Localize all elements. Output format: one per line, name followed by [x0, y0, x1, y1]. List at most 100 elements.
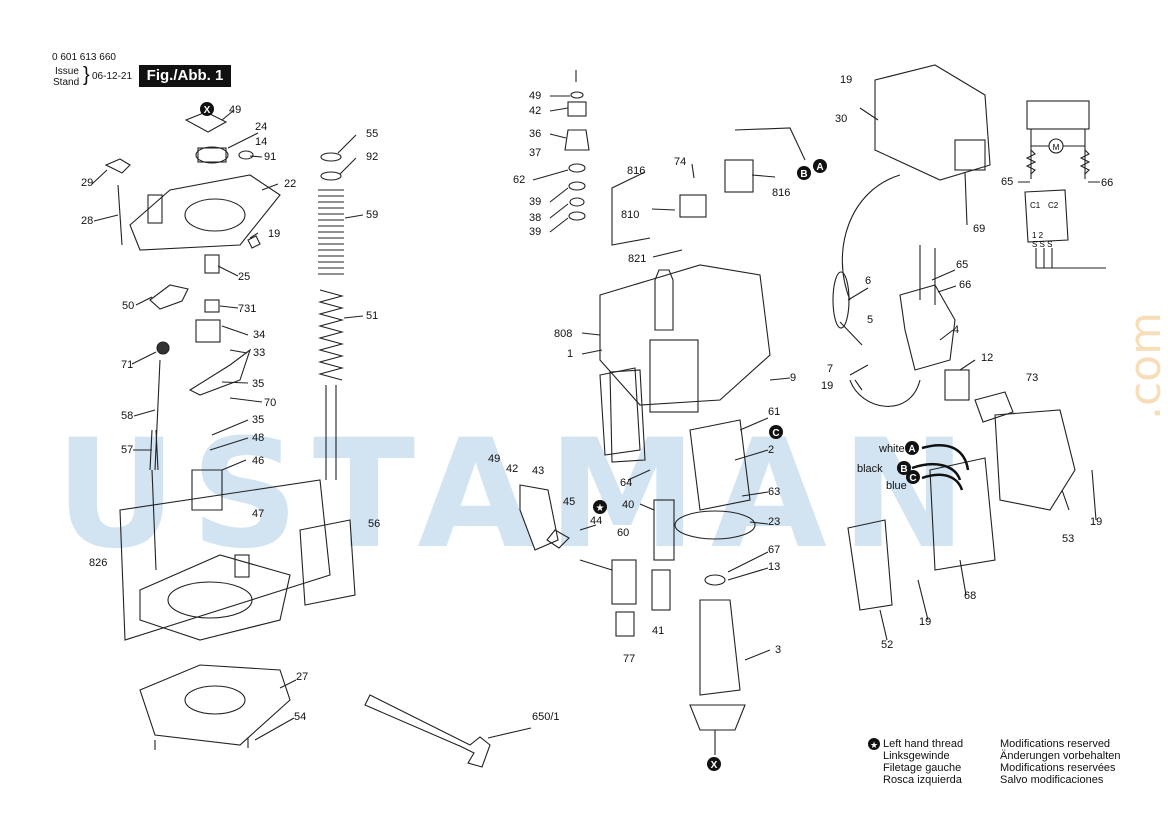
callout-51: 51: [366, 310, 378, 322]
washer-92: [320, 171, 342, 181]
rod-28: [117, 184, 123, 246]
washer-39b: [568, 211, 586, 221]
callout-19c: 19: [840, 74, 852, 86]
motor-housing-1: [599, 264, 771, 406]
baffle-23: [674, 510, 756, 540]
callout-28: 28: [81, 215, 93, 227]
legend-thread-en: Left hand thread: [883, 738, 964, 750]
rod-51: [325, 385, 337, 480]
spring-77: [615, 611, 635, 637]
callout-73: 73: [1026, 372, 1038, 384]
nut-731: [204, 299, 220, 313]
c2-label: C2: [1048, 201, 1059, 210]
callout-39: 39: [529, 196, 541, 208]
callout-70: 70: [264, 397, 276, 409]
armature-3: [699, 599, 741, 696]
wire-black: black: [857, 463, 883, 475]
cable-19b: [849, 379, 921, 407]
callout-816: 816: [627, 165, 645, 177]
callout-19d: 19: [1090, 516, 1102, 528]
lock-60: [611, 559, 637, 605]
screw-19a: [247, 235, 261, 249]
outline-826: [119, 479, 331, 641]
ball-71: [156, 341, 170, 355]
cover-30: [874, 64, 991, 181]
rod-57: [151, 469, 157, 571]
callout-52: 52: [881, 639, 893, 651]
wire-labels: white black blue: [857, 443, 970, 492]
collet-top: [654, 269, 674, 331]
callout-35: 35: [252, 378, 264, 390]
cord-6: [841, 174, 901, 301]
post-47: [234, 554, 250, 578]
washer-39a: [568, 181, 586, 191]
callout-33: 33: [253, 347, 265, 359]
callout-24: 24: [255, 121, 267, 133]
part-drawings: [91, 64, 1106, 768]
handle-53: [994, 409, 1076, 511]
washer-42a: [570, 91, 584, 99]
callout-64: 64: [620, 477, 632, 489]
callout-731: 731: [238, 303, 256, 315]
pin-44: [579, 559, 613, 571]
callout-45: 45: [563, 496, 575, 508]
marker-b: [797, 166, 811, 180]
marker-b-wire-label: B: [900, 464, 907, 475]
marker-a-wire: [905, 441, 919, 455]
cord-sleeve-6: [832, 271, 850, 329]
cover-panel-69: [954, 139, 986, 171]
callout-36: 36: [529, 128, 541, 140]
callout-68: 68: [964, 590, 976, 602]
callout-39b: 39: [529, 226, 541, 238]
bore-22: [184, 198, 246, 232]
spring-45: [546, 529, 570, 549]
legend-mods-de: Änderungen vorbehalten: [1000, 750, 1121, 762]
callout-49b: 49: [529, 90, 541, 102]
callout-25: 25: [238, 271, 250, 283]
lever-33: [188, 348, 252, 396]
figure-label: Fig./Abb. 1: [139, 65, 231, 87]
callout-13: 13: [768, 561, 780, 573]
wire-blue: blue: [886, 480, 907, 492]
rod-58: [154, 359, 161, 471]
sleeve-37: [564, 129, 590, 151]
ss-label: S S S: [1032, 240, 1052, 249]
sole-plate-27: [139, 664, 291, 746]
brush-holder-810: [679, 194, 707, 218]
callout-808: 808: [554, 328, 572, 340]
marker-b-wire: [897, 461, 911, 475]
base-826: [139, 554, 291, 641]
resistor-66: [1079, 149, 1091, 175]
callout-30: 30: [835, 113, 847, 125]
term-label: 1 2: [1032, 231, 1044, 240]
callout-61: 61: [768, 406, 780, 418]
legend-thread-es: Rosca izquierda: [883, 774, 962, 786]
washer-55: [320, 152, 342, 162]
marker-x-top-label: X: [204, 105, 211, 116]
callout-65: 65: [956, 259, 968, 271]
callout-65b: 65: [1001, 176, 1013, 188]
handle-bracket: [599, 367, 641, 456]
callout-56: 56: [368, 518, 380, 530]
switch-symbol: [1024, 189, 1069, 243]
nut-25: [204, 254, 220, 274]
callout-41: 41: [652, 625, 664, 637]
callout-60: 60: [617, 527, 629, 539]
callout-5: 5: [867, 314, 873, 326]
watermark-text: USTAMAN: [55, 408, 981, 582]
circuit-wires: [1030, 129, 1086, 179]
callout-19b: 19: [821, 380, 833, 392]
brush-holder-816b: [724, 159, 754, 193]
wires-65-66: [919, 245, 936, 305]
screws-54: [154, 738, 249, 750]
resistor-65: [1025, 149, 1037, 175]
legend-mods-fr: Modifications reservées: [1000, 762, 1116, 774]
callout-650-1: 650/1: [532, 711, 560, 723]
legend-thread-fr: Filetage gauche: [883, 762, 962, 774]
callout-22: 22: [284, 178, 296, 190]
marker-a: [813, 159, 827, 173]
fan-3: [689, 704, 746, 731]
marker-c-label: C: [772, 428, 779, 439]
callout-67: 67: [768, 544, 780, 556]
